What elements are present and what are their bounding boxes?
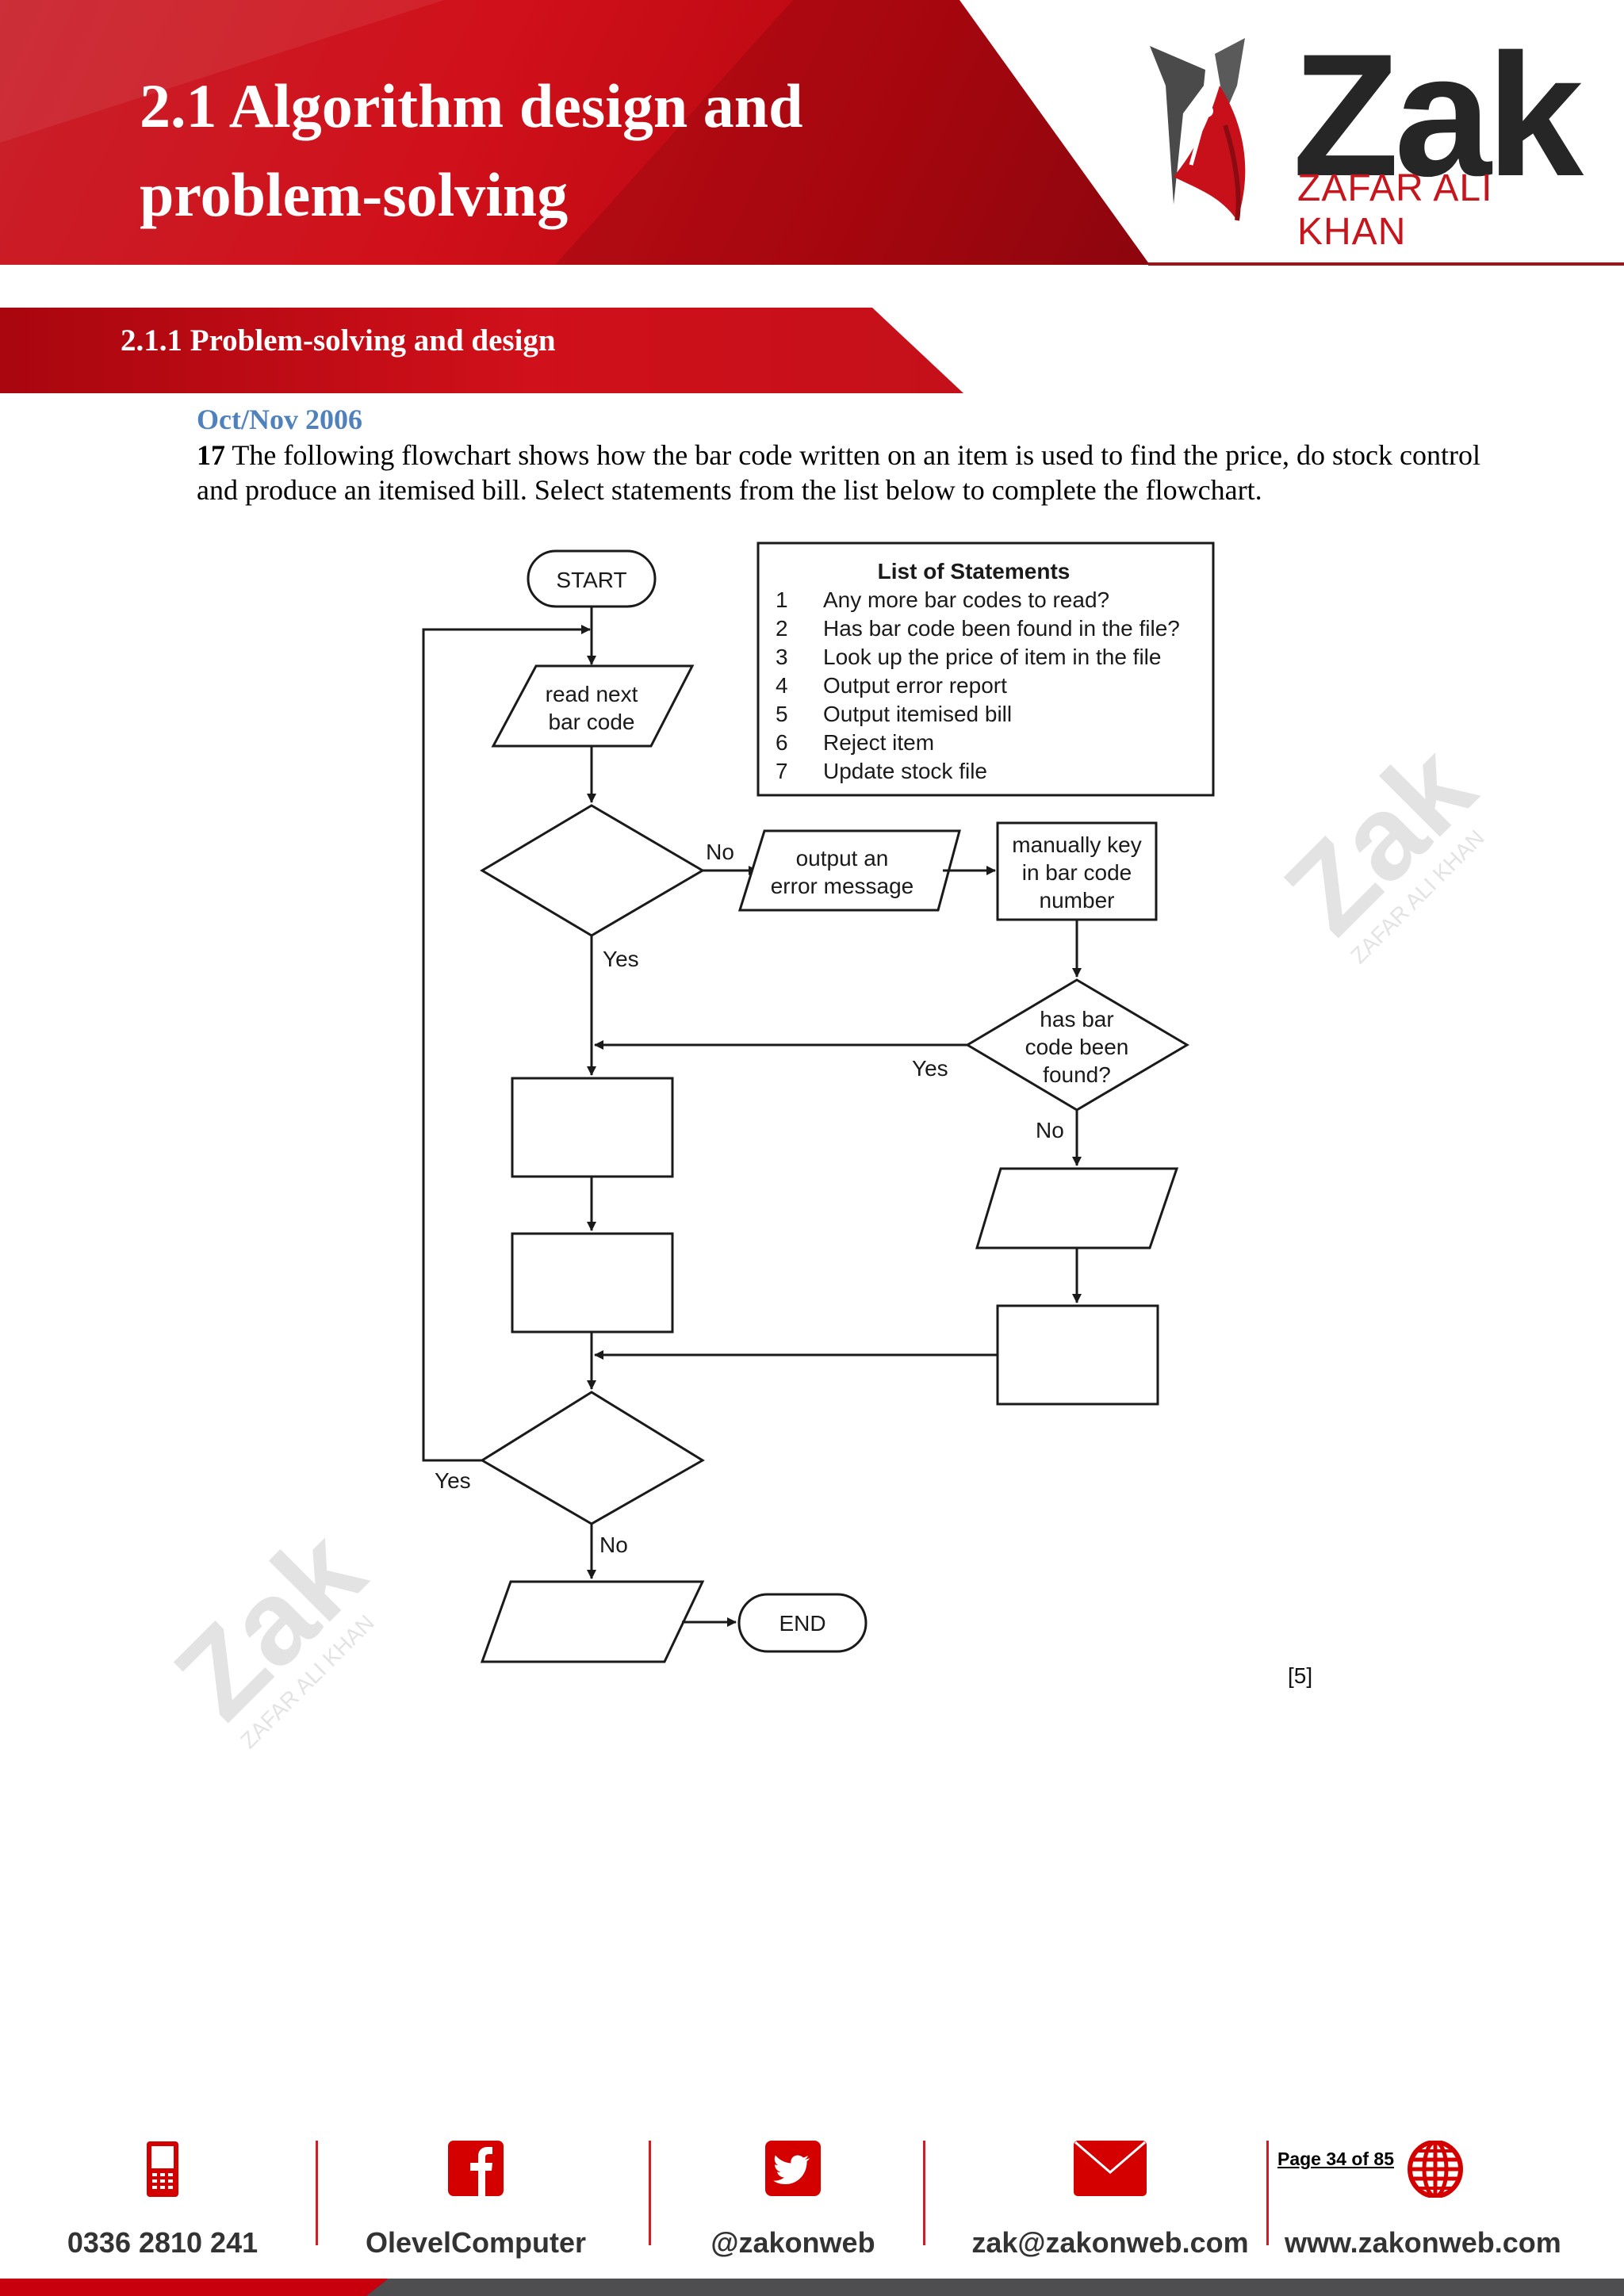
marks-label: [5] bbox=[1288, 1663, 1313, 1688]
error-label-line1: output an bbox=[796, 846, 889, 871]
manual-label-line2: in bar code bbox=[1022, 860, 1132, 885]
footer-bar-red bbox=[0, 2279, 389, 2296]
statements-box bbox=[756, 541, 1215, 797]
manual-label-line3: number bbox=[1040, 888, 1115, 913]
footer-website[interactable]: www.zakonweb.com bbox=[1285, 2125, 1561, 2260]
end-label: END bbox=[779, 1611, 825, 1636]
footer-divider bbox=[1266, 2141, 1269, 2245]
read-label-line1: read next bbox=[546, 682, 638, 706]
logo-brand-text: Zak bbox=[1293, 17, 1584, 212]
statement-item: Output itemised bill bbox=[823, 702, 1012, 726]
decision-2-blank bbox=[480, 1391, 705, 1525]
error-label-line2: error message bbox=[771, 874, 914, 898]
facebook-handle[interactable]: OlevelComputer bbox=[365, 2226, 587, 2259]
footer-divider bbox=[649, 2141, 651, 2245]
read-label-line2: bar code bbox=[549, 710, 635, 734]
io-right-blank bbox=[975, 1167, 1179, 1249]
svg-text:4: 4 bbox=[776, 673, 788, 698]
svg-text:2: 2 bbox=[776, 616, 788, 641]
twitter-icon[interactable] bbox=[765, 2141, 821, 2196]
footer-email[interactable]: zak@zakonweb.com bbox=[967, 2125, 1253, 2260]
mobile-phone-icon bbox=[147, 2141, 178, 2197]
footer-divider bbox=[923, 2141, 925, 2245]
header-rule bbox=[1148, 262, 1624, 266]
page-title-line1: 2.1 Algorithm design and bbox=[140, 71, 803, 140]
header-banner: 2.1 Algorithm design and problem-solving… bbox=[0, 0, 1624, 270]
svg-text:5: 5 bbox=[776, 702, 788, 726]
phone-number: 0336 2810 241 bbox=[67, 2226, 259, 2259]
start-terminal bbox=[527, 549, 657, 608]
yes-label: Yes bbox=[603, 947, 639, 971]
manual-entry-process bbox=[996, 821, 1158, 921]
globe-icon[interactable] bbox=[1408, 2141, 1463, 2198]
statement-item: Output error report bbox=[823, 673, 1007, 698]
manual-label-line1: manually key bbox=[1012, 832, 1141, 857]
start-label: START bbox=[556, 568, 626, 592]
watermark: Zak ZAFAR ALI KHAN bbox=[149, 1504, 389, 1754]
found-label-line1: has bar bbox=[1040, 1007, 1113, 1031]
envelope-icon[interactable] bbox=[1074, 2141, 1147, 2196]
yes-label: Yes bbox=[435, 1468, 471, 1493]
footer-twitter[interactable]: @zakonweb bbox=[690, 2125, 896, 2260]
process-1-blank bbox=[511, 1077, 674, 1178]
statement-item: Any more bar codes to read? bbox=[823, 587, 1109, 612]
svg-text:7: 7 bbox=[776, 759, 788, 783]
question-text: 17 The following flowchart shows how the… bbox=[197, 438, 1481, 507]
svg-text:6: 6 bbox=[776, 730, 788, 755]
footer-phone: 0336 2810 241 bbox=[48, 2125, 278, 2260]
page-title-line2: problem-solving bbox=[140, 160, 569, 229]
io-bottom-blank bbox=[480, 1580, 705, 1663]
facebook-icon[interactable] bbox=[448, 2141, 504, 2196]
header-red-background bbox=[0, 0, 1150, 265]
footer-facebook[interactable]: OlevelComputer bbox=[357, 2125, 595, 2260]
no-label: No bbox=[1036, 1118, 1064, 1142]
no-label: No bbox=[599, 1533, 628, 1557]
page-title: 2.1 Algorithm design and problem-solving bbox=[140, 62, 933, 239]
statement-item: Reject item bbox=[823, 730, 934, 755]
twitter-handle[interactable]: @zakonweb bbox=[710, 2226, 875, 2259]
svg-text:1: 1 bbox=[776, 587, 788, 612]
question-number: 17 bbox=[197, 439, 225, 471]
decision-1-blank bbox=[480, 804, 705, 937]
found-decision bbox=[965, 978, 1189, 1112]
page-number: Page 34 of 85 bbox=[1277, 2149, 1395, 2169]
statement-item: Has bar code been found in the file? bbox=[823, 616, 1180, 641]
brand-logo: Zak ZAFAR ALI KHAN bbox=[1134, 17, 1610, 253]
website-url[interactable]: www.zakonweb.com bbox=[1285, 2226, 1561, 2259]
watermark: Zak ZAFAR ALI KHAN bbox=[1259, 719, 1500, 969]
end-terminal bbox=[737, 1593, 868, 1653]
found-label-line2: code been bbox=[1025, 1035, 1129, 1059]
error-message-output bbox=[737, 829, 961, 912]
read-barcode-input bbox=[491, 664, 695, 748]
email-address[interactable]: zak@zakonweb.com bbox=[971, 2226, 1249, 2259]
no-label: No bbox=[706, 840, 734, 864]
footer-bar-grey bbox=[366, 2279, 1624, 2296]
section-title: 2.1.1 Problem-solving and design bbox=[121, 323, 556, 358]
logo-subtitle: ZAFAR ALI KHAN bbox=[1297, 167, 1493, 253]
section-banner bbox=[0, 308, 963, 393]
exam-session: Oct/Nov 2006 bbox=[197, 404, 362, 435]
quill-pen-logo-icon bbox=[1150, 38, 1246, 221]
statements-title: List of Statements bbox=[878, 559, 1071, 584]
process-2-blank bbox=[511, 1232, 674, 1334]
yes-label: Yes bbox=[912, 1056, 948, 1081]
footer-divider bbox=[316, 2141, 318, 2245]
svg-text:3: 3 bbox=[776, 645, 788, 669]
question-body: The following flowchart shows how the ba… bbox=[197, 439, 1480, 506]
found-label-line3: found? bbox=[1043, 1062, 1111, 1087]
process-right-blank bbox=[996, 1304, 1159, 1406]
footer: 0336 2810 241 OlevelComputer @zakonweb z… bbox=[0, 2125, 1624, 2296]
statements-list: 1 Any more bar codes to read? 2 Has bar … bbox=[776, 587, 1180, 783]
statement-item: Look up the price of item in the file bbox=[823, 645, 1161, 669]
statement-item: Update stock file bbox=[823, 759, 987, 783]
